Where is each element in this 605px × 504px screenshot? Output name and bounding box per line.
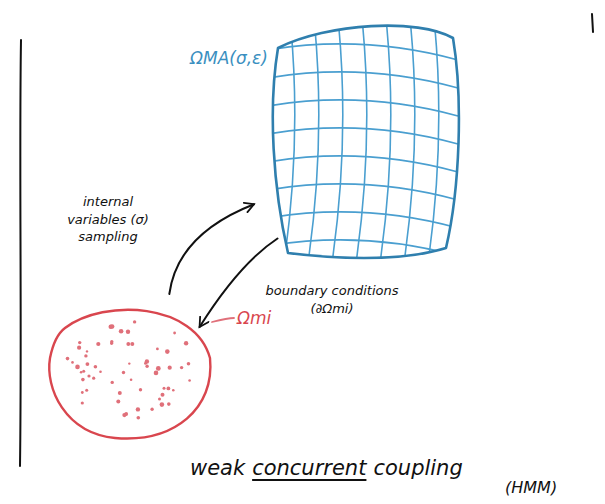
caption-word: coupling [373, 456, 462, 480]
coupling-arrow [169, 204, 254, 294]
caption-row: weak concurrent coupling [190, 456, 463, 480]
arrow-label: internal variables (σ) sampling [52, 193, 164, 246]
coupling-arrow [200, 239, 278, 328]
arrow-label: boundary conditions (∂Ωmi) [262, 282, 402, 317]
domain-label: ΩMA(σ,ε) [190, 48, 268, 68]
domain-label: Ωmi [237, 308, 271, 328]
method-tag: (HMM) [505, 478, 557, 497]
micro-domain: Ωmi [45, 298, 213, 443]
edge-mark [592, 14, 593, 32]
mesh-grid [268, 18, 463, 263]
leader-line [212, 318, 234, 322]
domain-shape [45, 298, 213, 443]
domain-shape [268, 18, 458, 263]
micro-outline [49, 310, 210, 439]
macro-outline [273, 26, 459, 258]
caption-word: weak [190, 456, 245, 480]
margin-line [20, 40, 21, 466]
caption-word: concurrent [252, 456, 366, 480]
macro-domain: ΩMA(σ,ε) [268, 18, 458, 263]
particle-dots [66, 320, 191, 419]
